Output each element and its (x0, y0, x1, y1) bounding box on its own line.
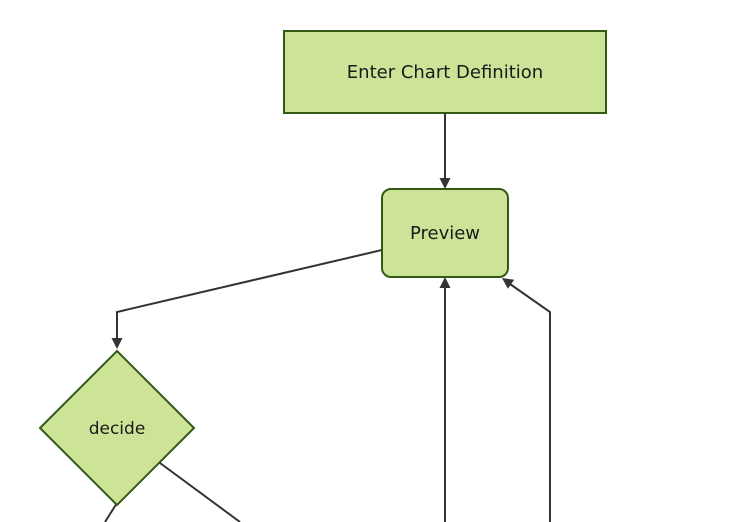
edge-return-right-to-preview-arrowhead (502, 278, 515, 289)
edge-preview-to-decide-arrowhead (111, 338, 123, 349)
node-enter-chart-definition[interactable]: Enter Chart Definition (283, 30, 607, 114)
node-enter-chart-definition-label: Enter Chart Definition (347, 62, 543, 83)
edge-enter-to-preview (439, 113, 451, 189)
node-decide-shape[interactable] (38, 349, 196, 507)
edge-return-right-to-preview (502, 278, 551, 522)
edge-enter-to-preview-arrowhead (439, 178, 451, 189)
node-enter-chart-definition-shape[interactable] (283, 30, 607, 114)
edge-return-center-to-preview-arrowhead (439, 277, 451, 288)
node-preview[interactable]: Preview (381, 188, 509, 278)
node-decide[interactable]: decide (38, 349, 196, 507)
nodes-layer: Enter Chart Definition Preview decide (38, 30, 607, 507)
edge-decide-bottom-out-line (104, 502, 118, 522)
edge-preview-to-decide (111, 249, 383, 349)
edge-decide-right-out-line (159, 462, 241, 522)
edge-decide-right-out (159, 462, 241, 522)
node-preview-shape[interactable] (381, 188, 509, 278)
edges-layer (104, 113, 551, 522)
node-decide-label: decide (89, 419, 146, 439)
edge-return-right-to-preview-line (509, 283, 551, 522)
edge-preview-to-decide-line (116, 249, 383, 340)
edge-return-center-to-preview (439, 277, 451, 522)
node-preview-label: Preview (410, 223, 480, 244)
edge-decide-bottom-out (104, 502, 118, 522)
